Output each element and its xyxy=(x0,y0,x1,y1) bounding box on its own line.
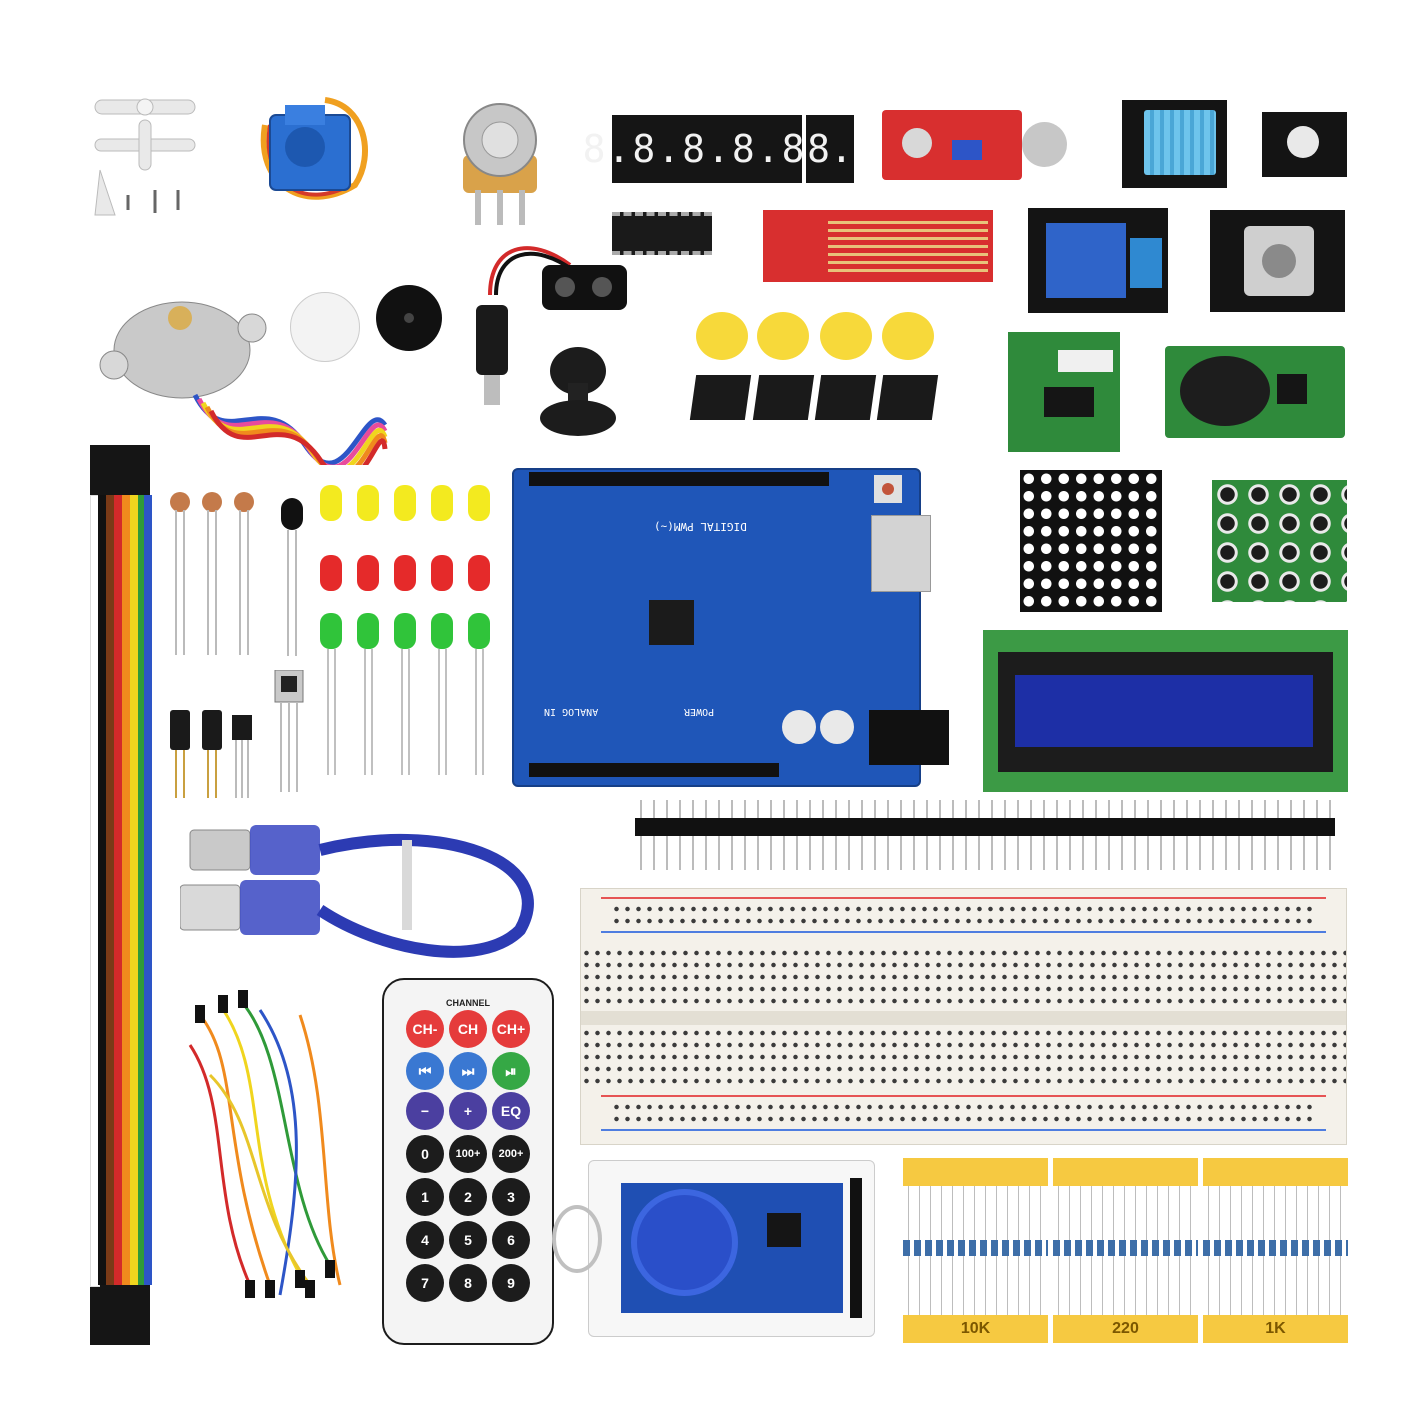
rail-red-top xyxy=(601,897,1326,899)
water-level-sensor xyxy=(763,210,993,282)
rfid-keyfob xyxy=(631,1189,738,1296)
dht11-sensor-module xyxy=(1122,100,1227,188)
remote-button[interactable]: 7 xyxy=(406,1264,444,1302)
shift-register-ic xyxy=(612,212,712,255)
tactile-switch-2 xyxy=(752,375,815,420)
relay-module xyxy=(1028,208,1168,313)
arduino-uno-board: DIGITAL PWM(~) POWER ANALOG IN xyxy=(512,468,949,787)
seven-segment-single: 8. xyxy=(806,115,854,183)
resistor-pack-10k: 10K xyxy=(903,1158,1048,1343)
stepper-motor xyxy=(92,290,272,400)
resistor-label-1k: 1K xyxy=(1203,1315,1348,1343)
power-jack xyxy=(869,710,949,765)
remote-button[interactable]: − xyxy=(406,1092,444,1130)
rtc-module xyxy=(1165,346,1345,438)
seven-segment-digits: 8.8.8.8.8. xyxy=(582,127,832,171)
remote-button[interactable]: CH- xyxy=(406,1010,444,1048)
remote-button[interactable]: CH+ xyxy=(492,1010,530,1048)
reset-button xyxy=(874,475,902,503)
ir-receiver xyxy=(273,669,305,795)
stepper-wires xyxy=(185,385,395,482)
battery-clip xyxy=(470,225,630,410)
keypad-4x4 xyxy=(1212,480,1347,602)
sound-sensor-module xyxy=(882,110,1022,180)
button-cap-3 xyxy=(820,312,872,360)
remote-button[interactable]: 4 xyxy=(406,1221,444,1259)
resistor-label-10k: 10K xyxy=(903,1315,1048,1343)
tilt-sensors xyxy=(168,710,258,800)
rgb-led-module xyxy=(1262,112,1347,177)
remote-button[interactable]: ⏯ xyxy=(492,1052,530,1090)
resistor-pack-1k: 1K xyxy=(1203,1158,1348,1343)
remote-button[interactable]: 0 xyxy=(406,1135,444,1173)
remote-button[interactable]: 9 xyxy=(492,1264,530,1302)
capacitor-1 xyxy=(782,710,816,744)
remote-button[interactable]: ⏭ xyxy=(449,1052,487,1090)
remote-button[interactable]: 1 xyxy=(406,1178,444,1216)
remote-channel-label: CHANNEL xyxy=(446,998,490,1008)
rail-blue-bottom xyxy=(601,1129,1326,1131)
resistor-label-220: 220 xyxy=(1053,1315,1198,1343)
servo-horns xyxy=(90,95,200,225)
remote-button[interactable]: 2 xyxy=(449,1178,487,1216)
active-buzzer xyxy=(376,285,442,351)
pin-header-strip xyxy=(635,800,1335,870)
digital-header xyxy=(529,472,829,486)
passive-buzzer xyxy=(290,292,360,362)
dot-matrix-8x8 xyxy=(1020,470,1162,612)
remote-button[interactable]: CH xyxy=(449,1010,487,1048)
rail-blue-top xyxy=(601,931,1326,933)
tactile-switch-4 xyxy=(876,375,939,420)
potentiometer xyxy=(455,95,545,230)
joystick-cap xyxy=(538,343,618,438)
remote-button[interactable]: + xyxy=(449,1092,487,1130)
capacitor-2 xyxy=(820,710,854,744)
joystick-module xyxy=(1210,210,1345,312)
power-header xyxy=(529,763,779,777)
button-cap-4 xyxy=(882,312,934,360)
breadboard xyxy=(580,888,1347,1145)
seven-segment-single-digit: 8. xyxy=(807,127,853,171)
digital-label: DIGITAL PWM(~) xyxy=(654,520,747,533)
remote-button[interactable]: 8 xyxy=(449,1264,487,1302)
rfid-chip xyxy=(767,1213,801,1247)
analog-label: ANALOG IN xyxy=(544,706,599,717)
button-cap-1 xyxy=(696,312,748,360)
seven-segment-display: 8.8.8.8.8. xyxy=(583,115,829,183)
remote-button[interactable]: ⏮ xyxy=(406,1052,444,1090)
lcd-screen xyxy=(1015,675,1313,747)
remote-button[interactable]: EQ xyxy=(492,1092,530,1130)
usb-cable xyxy=(179,820,560,970)
photoresistors xyxy=(165,490,260,660)
microcontroller-chip xyxy=(649,600,694,645)
tactile-switch-1 xyxy=(689,375,752,420)
jumper-wires-bundle xyxy=(180,985,360,1305)
dupont-ribbon-cable xyxy=(90,445,152,1345)
servo-motor xyxy=(245,85,375,215)
button-cap-2 xyxy=(757,312,809,360)
keyring xyxy=(552,1205,602,1273)
ir-led xyxy=(278,498,306,658)
rfid-card-holder xyxy=(588,1160,875,1337)
remote-button[interactable]: 100+ xyxy=(449,1135,487,1173)
rfid-pin-header xyxy=(850,1178,862,1318)
led-array xyxy=(318,485,498,780)
resistor-pack-220: 220 xyxy=(1053,1158,1198,1343)
microphone-icon xyxy=(1022,122,1067,167)
stepper-driver-board xyxy=(1008,332,1120,452)
remote-button[interactable]: 3 xyxy=(492,1178,530,1216)
usb-port xyxy=(871,515,931,592)
lcd-1602-module xyxy=(983,630,1348,792)
remote-button[interactable]: 200+ xyxy=(492,1135,530,1173)
rail-red-bottom xyxy=(601,1095,1326,1097)
remote-button[interactable]: 6 xyxy=(492,1221,530,1259)
remote-button[interactable]: 5 xyxy=(449,1221,487,1259)
power-label: POWER xyxy=(684,706,715,717)
tactile-switch-3 xyxy=(814,375,877,420)
